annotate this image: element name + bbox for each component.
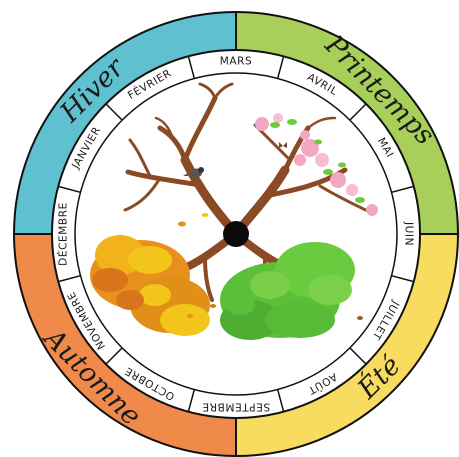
month-tick	[391, 185, 414, 194]
month-tick	[349, 103, 367, 121]
month-tick	[105, 103, 123, 121]
month-tick	[276, 389, 285, 412]
month-tick	[391, 274, 414, 283]
falling-leaves	[178, 213, 216, 318]
month-tick	[187, 56, 196, 79]
tree-illustration	[90, 82, 378, 340]
month-tick	[276, 56, 285, 79]
hub	[223, 221, 249, 247]
spring-blossoms	[255, 113, 378, 216]
butterfly-icon	[279, 142, 287, 148]
month-tick	[105, 347, 123, 365]
bee-icon	[357, 316, 363, 320]
bird-icon	[183, 167, 204, 178]
month-tick	[58, 185, 81, 194]
month-tick	[349, 347, 367, 365]
summer-foliage	[220, 242, 355, 340]
month-label-12: DÉCEMBRE	[57, 202, 70, 266]
month-label-6: JUIN	[403, 221, 415, 246]
autumn-foliage	[90, 235, 210, 336]
month-tick	[187, 389, 196, 412]
month-label-9: SEPTEMBRE	[202, 401, 270, 413]
month-tick	[58, 274, 81, 283]
month-ticks	[58, 56, 414, 412]
month-label-3: MARS	[220, 56, 253, 68]
